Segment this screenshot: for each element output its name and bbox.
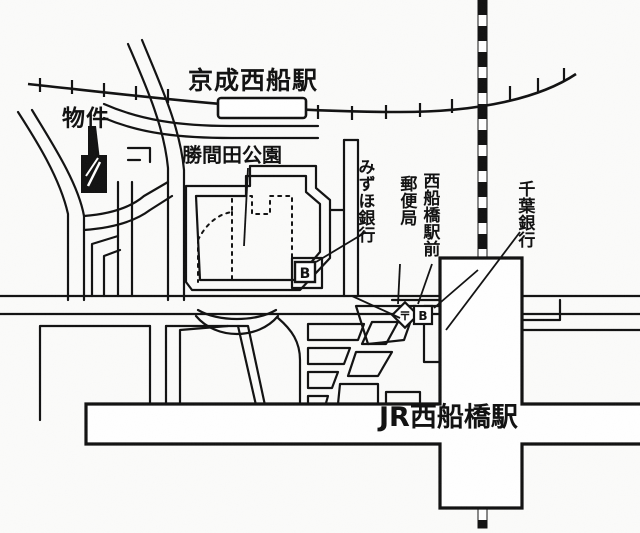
label-keisei-station: 京成西船駅 bbox=[188, 66, 319, 95]
label-property: 物件 bbox=[62, 106, 110, 132]
keisei-station-box bbox=[216, 96, 308, 120]
label-jr-station: JR西船橋駅 bbox=[379, 402, 518, 433]
svg-text:〒: 〒 bbox=[399, 309, 411, 323]
label-park: 勝間田公園 bbox=[182, 143, 282, 167]
bank-symbol-icon: B bbox=[293, 260, 317, 284]
jr-line-vertical-upper bbox=[477, 0, 488, 261]
label-post-office-name: 西船橋駅前 bbox=[419, 172, 440, 257]
label-post-office: 郵便局 bbox=[396, 175, 417, 226]
label-mizuho-bank: みずほ銀行 bbox=[354, 158, 375, 243]
svg-text:B: B bbox=[418, 309, 427, 323]
label-chiba-bank: 千葉銀行 bbox=[514, 180, 535, 248]
svg-text:B: B bbox=[300, 266, 311, 282]
